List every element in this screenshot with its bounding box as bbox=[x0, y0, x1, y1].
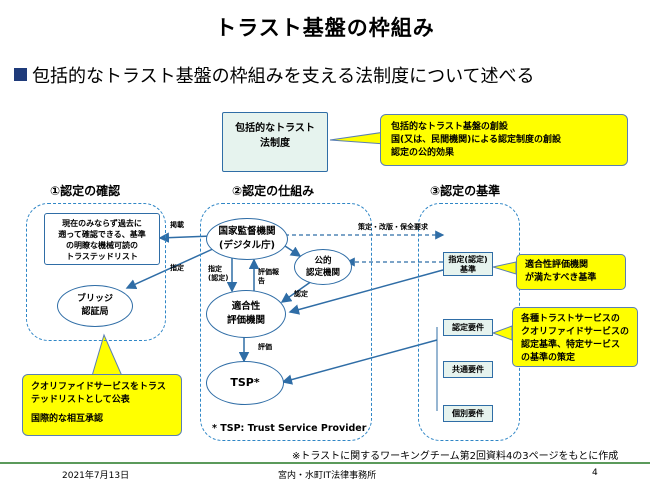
trust-list-line1: 現在のみならず過去に bbox=[62, 219, 142, 228]
gov-line2: (デジタル庁) bbox=[219, 240, 275, 251]
column-mechanism bbox=[200, 203, 372, 441]
edge-label-evaluate: 評価 bbox=[258, 343, 272, 351]
public-cert-body-node: 公的 認定機関 bbox=[294, 249, 352, 285]
bridge-line2: 認証局 bbox=[81, 307, 109, 317]
conformity-body-node: 適合性 評価機関 bbox=[206, 290, 286, 338]
footer-page-number: 4 bbox=[592, 468, 598, 478]
callout-r2-line1: 各種トラストサービスの bbox=[521, 314, 620, 324]
legal-framework-box: 包括的なトラスト 法制度 bbox=[222, 112, 328, 172]
callout-r2-line4: の基準の策定 bbox=[521, 353, 576, 363]
edge-label-post: 掲載 bbox=[170, 221, 184, 229]
arrow-designated-eval bbox=[288, 269, 444, 315]
callout-r1-line2: が満たすべき基準 bbox=[525, 273, 597, 283]
footer-divider bbox=[0, 462, 650, 464]
callout-left-line2: テッドリストとして公表 bbox=[31, 395, 130, 405]
callout-r2-line3: 認定基準、特定サービス bbox=[521, 340, 621, 350]
doc-line2: 法制度 bbox=[260, 138, 290, 149]
footer-date: 2021年7月13日 bbox=[62, 471, 130, 481]
doc-line1: 包括的なトラスト bbox=[235, 123, 315, 134]
callout-left-pointer bbox=[91, 333, 123, 377]
gov-line1: 国家監督機関 bbox=[218, 226, 276, 237]
edge-label-eval-report: 評価報 告 bbox=[258, 268, 279, 285]
bullet-square-icon bbox=[14, 68, 27, 81]
slide-title: トラスト基盤の枠組み bbox=[215, 16, 435, 40]
footer-office: 宮内・水町IT法律事務所 bbox=[278, 471, 377, 481]
tsp-node: TSP* bbox=[206, 361, 284, 405]
callout-right-standards: 各種トラストサービスの クオリファイドサービスの 認定基準、特定サービス の基準… bbox=[512, 307, 638, 367]
edge-label-designate-auth: 指定 (認定) bbox=[208, 265, 229, 282]
tsp-footnote: * TSP: Trust Service Provider bbox=[212, 423, 367, 434]
arrow-req-tsp bbox=[281, 339, 438, 385]
callout-top-line1: 包括的なトラスト基盤の創設 bbox=[391, 122, 508, 132]
bridge-ca-node: ブリッジ 認証局 bbox=[57, 285, 133, 327]
callout-top: 包括的なトラスト基盤の創設 国(又は、民間機関)による認定制度の創設 認定の公的… bbox=[380, 114, 628, 166]
arrow-certify bbox=[280, 280, 313, 303]
slide-subtitle: 包括的なトラスト基盤の枠組みを支える法制度について述べる bbox=[14, 62, 535, 88]
bridge-line1: ブリッジ bbox=[76, 294, 113, 304]
req-cert-doc: 認定要件 bbox=[443, 319, 493, 336]
trusted-list-box: 現在のみならず過去に 遡って確認できる、基準 の明瞭な機械可読の トラステッドリ… bbox=[44, 213, 160, 265]
section-criteria: ③認定の基準 bbox=[430, 184, 501, 198]
subtitle-text: 包括的なトラスト基盤の枠組みを支える法制度について述べる bbox=[32, 66, 535, 87]
callout-left: クオリファイドサービスをトラス テッドリストとして公表 国際的な相互承認 bbox=[22, 374, 182, 436]
column-verify bbox=[26, 203, 166, 341]
public-line1: 公的 bbox=[314, 256, 332, 266]
callout-r2-line2: クオリファイドサービスの bbox=[521, 327, 630, 337]
callout-right-eval: 適合性評価機関 が満たすべき基準 bbox=[516, 254, 626, 290]
trust-list-line3: の明瞭な機械可読の bbox=[66, 241, 138, 250]
designated-criteria-doc: 指定(認定) 基準 bbox=[443, 252, 493, 276]
req-individual-doc: 個別要件 bbox=[443, 405, 493, 422]
public-line2: 認定機関 bbox=[305, 268, 340, 278]
trust-list-line2: 遡って確認できる、基準 bbox=[58, 230, 146, 239]
trust-list-line4: トラステッドリスト bbox=[66, 252, 138, 261]
edge-label-designate: 指定 bbox=[170, 264, 184, 272]
citation-note: ※トラストに関するワーキングチーム第2回資料4の3ページをもとに作成 bbox=[292, 451, 619, 462]
designated-line1: 指定(認定) bbox=[448, 255, 488, 264]
callout-top-line3: 認定の公的効果 bbox=[391, 148, 455, 158]
national-authority-node: 国家監督機関 (デジタル庁) bbox=[206, 218, 288, 260]
callout-top-pointer bbox=[329, 131, 386, 145]
eval-line1: 適合性 bbox=[231, 301, 261, 312]
section-mechanism: ②認定の仕組み bbox=[232, 184, 315, 198]
eval-line2: 評価機関 bbox=[226, 315, 265, 326]
callout-top-line2: 国(又は、民間機関)による認定制度の創設 bbox=[391, 135, 561, 145]
req-common-doc: 共通要件 bbox=[443, 361, 493, 378]
callout-left-line3: 国際的な相互承認 bbox=[31, 414, 104, 424]
designated-line2: 基準 bbox=[460, 265, 476, 274]
callout-left-line1: クオリファイドサービスをトラス bbox=[31, 382, 166, 392]
callout-r1-line1: 適合性評価機関 bbox=[525, 260, 589, 270]
section-verify: ①認定の確認 bbox=[50, 184, 121, 198]
edge-label-policy: 策定・改版・保全要求 bbox=[358, 223, 428, 231]
edge-label-certify: 認定 bbox=[294, 290, 308, 298]
arrow-post bbox=[158, 232, 213, 243]
